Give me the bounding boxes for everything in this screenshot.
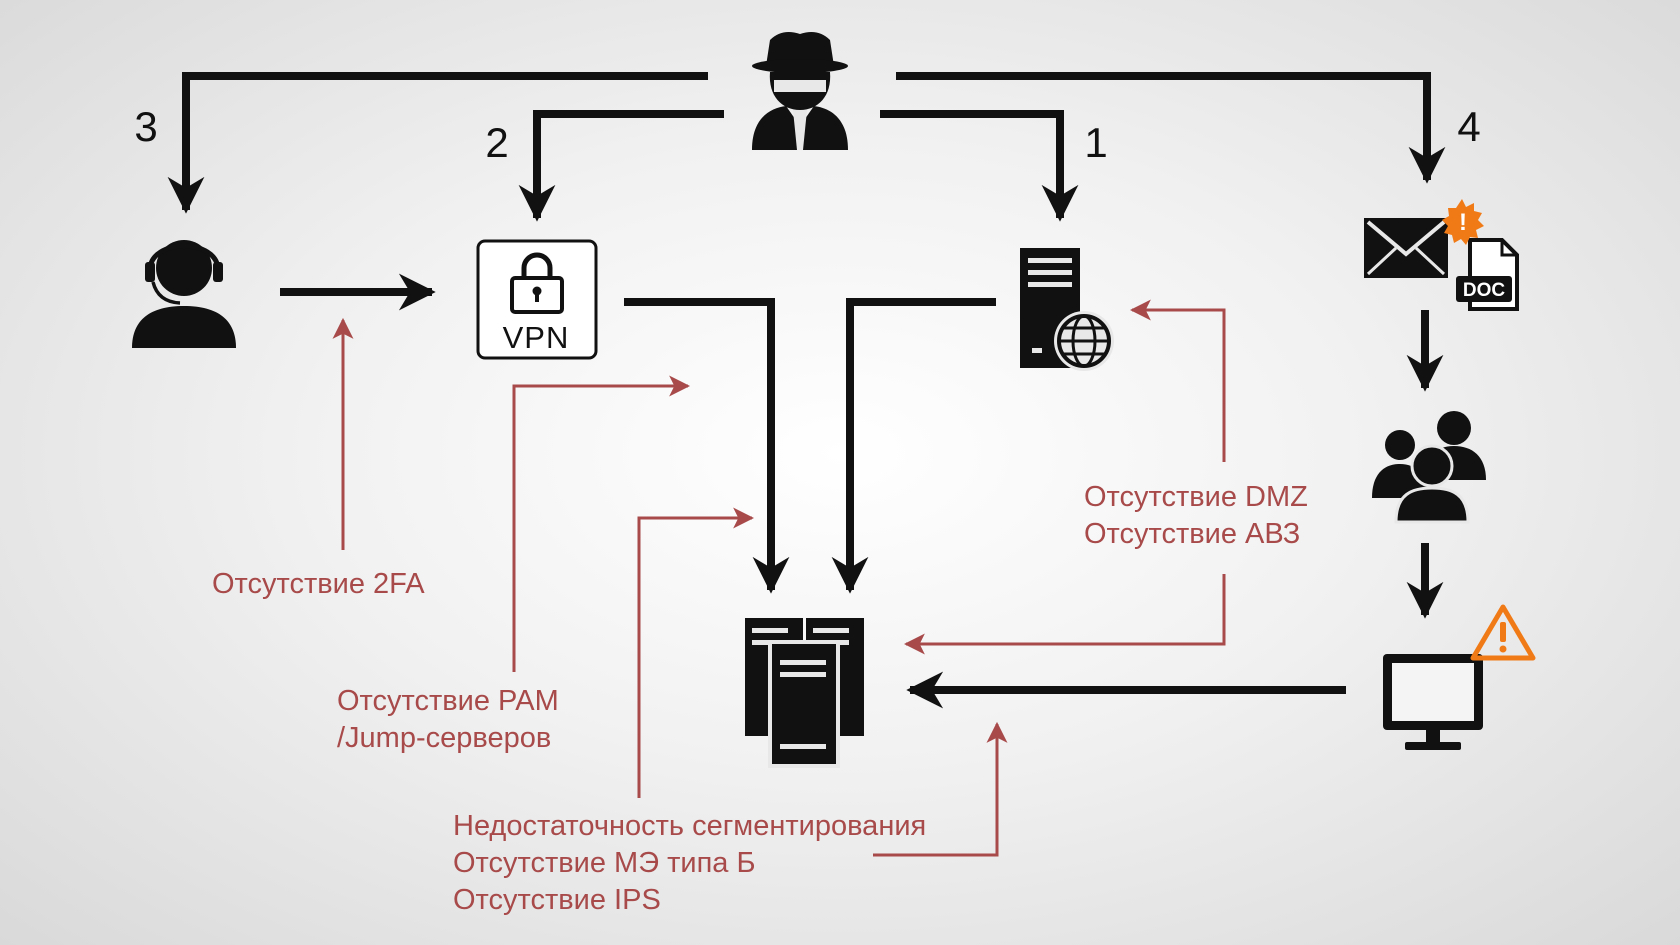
arrow-1-to-webserver bbox=[880, 110, 1079, 222]
note-dmz-line-2: Отсутствие АВЗ bbox=[1084, 518, 1300, 550]
arrow-3-to-operator bbox=[167, 72, 708, 214]
note-arrow-dmz-webserver bbox=[1129, 299, 1226, 462]
note-arrow-segmentation-2 bbox=[873, 721, 1008, 857]
arrow-vpn-to-servers bbox=[624, 298, 790, 594]
note-2fa: Отсутствие 2FA bbox=[212, 568, 425, 600]
warning-triangle-icon bbox=[1470, 604, 1536, 661]
headset-operator-icon bbox=[132, 240, 236, 348]
server-cluster-icon bbox=[745, 618, 864, 768]
alert-badge-icon bbox=[1442, 199, 1484, 245]
doc-file-icon bbox=[1456, 238, 1519, 311]
monitor-icon bbox=[1383, 654, 1483, 750]
note-arrow-dmz-servers bbox=[903, 574, 1226, 655]
arrow-4-to-email bbox=[896, 72, 1446, 184]
note-segmentation-line-1: Недостаточность сегментирования bbox=[453, 810, 926, 842]
notes: Отсутствие 2FA Отсутствие PAM /Jump-серв… bbox=[212, 481, 1308, 916]
doc-label: DOC bbox=[1463, 280, 1506, 301]
alert-mark: ! bbox=[1459, 209, 1467, 236]
envelope-icon bbox=[1364, 218, 1448, 278]
note-pam-line-2: /Jump-серверов bbox=[337, 722, 551, 754]
note-arrow-pam bbox=[512, 375, 691, 672]
vpn-label: VPN bbox=[503, 320, 570, 355]
note-segmentation-line-3: Отсутствие IPS bbox=[453, 884, 661, 916]
arrow-webserver-to-servers bbox=[831, 298, 996, 594]
vpn-lock-icon bbox=[476, 239, 598, 360]
users-group-icon bbox=[1372, 411, 1486, 524]
note-segmentation-line-2: Отсутствие МЭ типа Б bbox=[453, 847, 756, 879]
note-arrow-segmentation-1 bbox=[637, 507, 755, 798]
web-server-globe-icon bbox=[1020, 248, 1114, 371]
note-dmz-line-1: Отсутствие DMZ bbox=[1084, 481, 1308, 513]
attack-arrows bbox=[167, 72, 1446, 709]
arrow-2-to-vpn bbox=[518, 110, 724, 222]
note-pam-line-1: Отсутствие PAM bbox=[337, 685, 559, 717]
vector-number-2: 2 bbox=[485, 119, 508, 166]
note-arrows bbox=[332, 299, 1226, 857]
hacker-icon bbox=[752, 32, 848, 150]
vector-number-3: 3 bbox=[134, 103, 157, 150]
vector-number-1: 1 bbox=[1084, 119, 1107, 166]
vector-number-4: 4 bbox=[1457, 103, 1480, 150]
